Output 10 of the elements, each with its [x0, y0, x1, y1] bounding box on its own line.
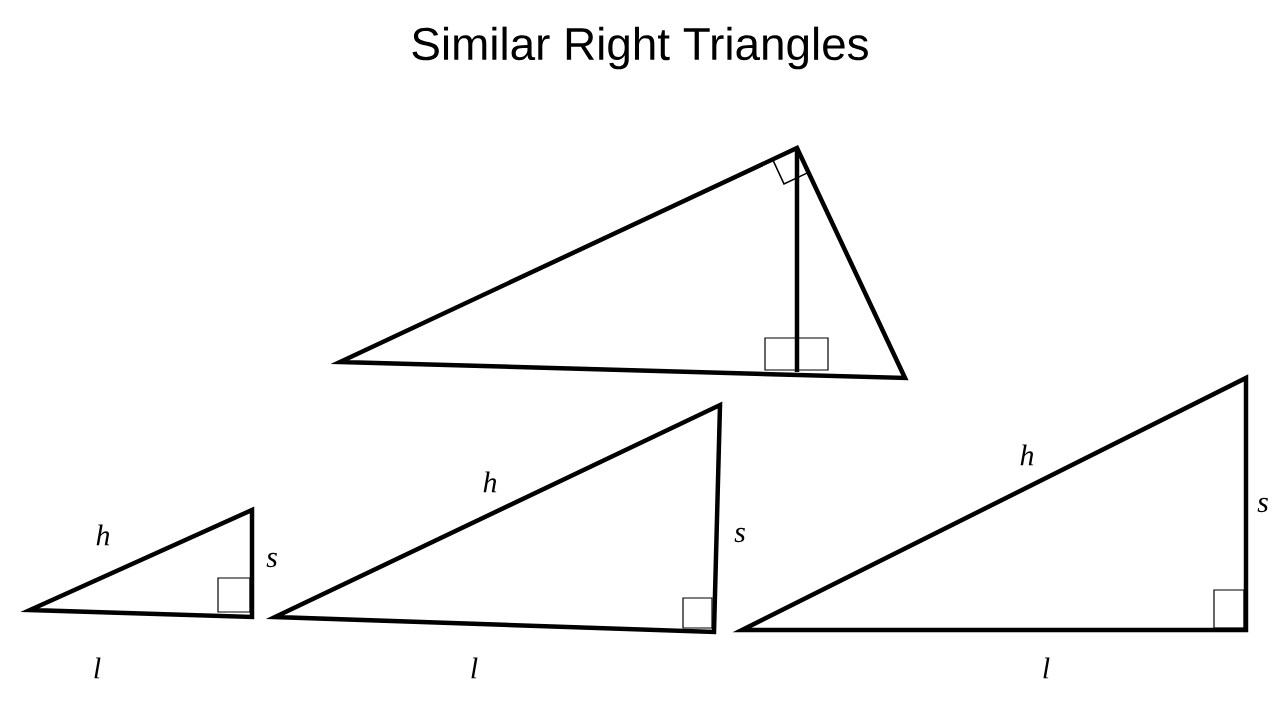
side-label: h [96, 524, 110, 546]
title: Similar Right Triangles [412, 26, 868, 70]
side-label: l [94, 657, 101, 679]
side-label: s [266, 552, 277, 568]
side-label: s [734, 527, 745, 543]
side-label: l [471, 657, 478, 679]
side-label: h [1020, 444, 1034, 466]
side-label: s [1257, 497, 1268, 513]
side-label: h [483, 471, 497, 493]
side-label: l [1043, 657, 1050, 679]
